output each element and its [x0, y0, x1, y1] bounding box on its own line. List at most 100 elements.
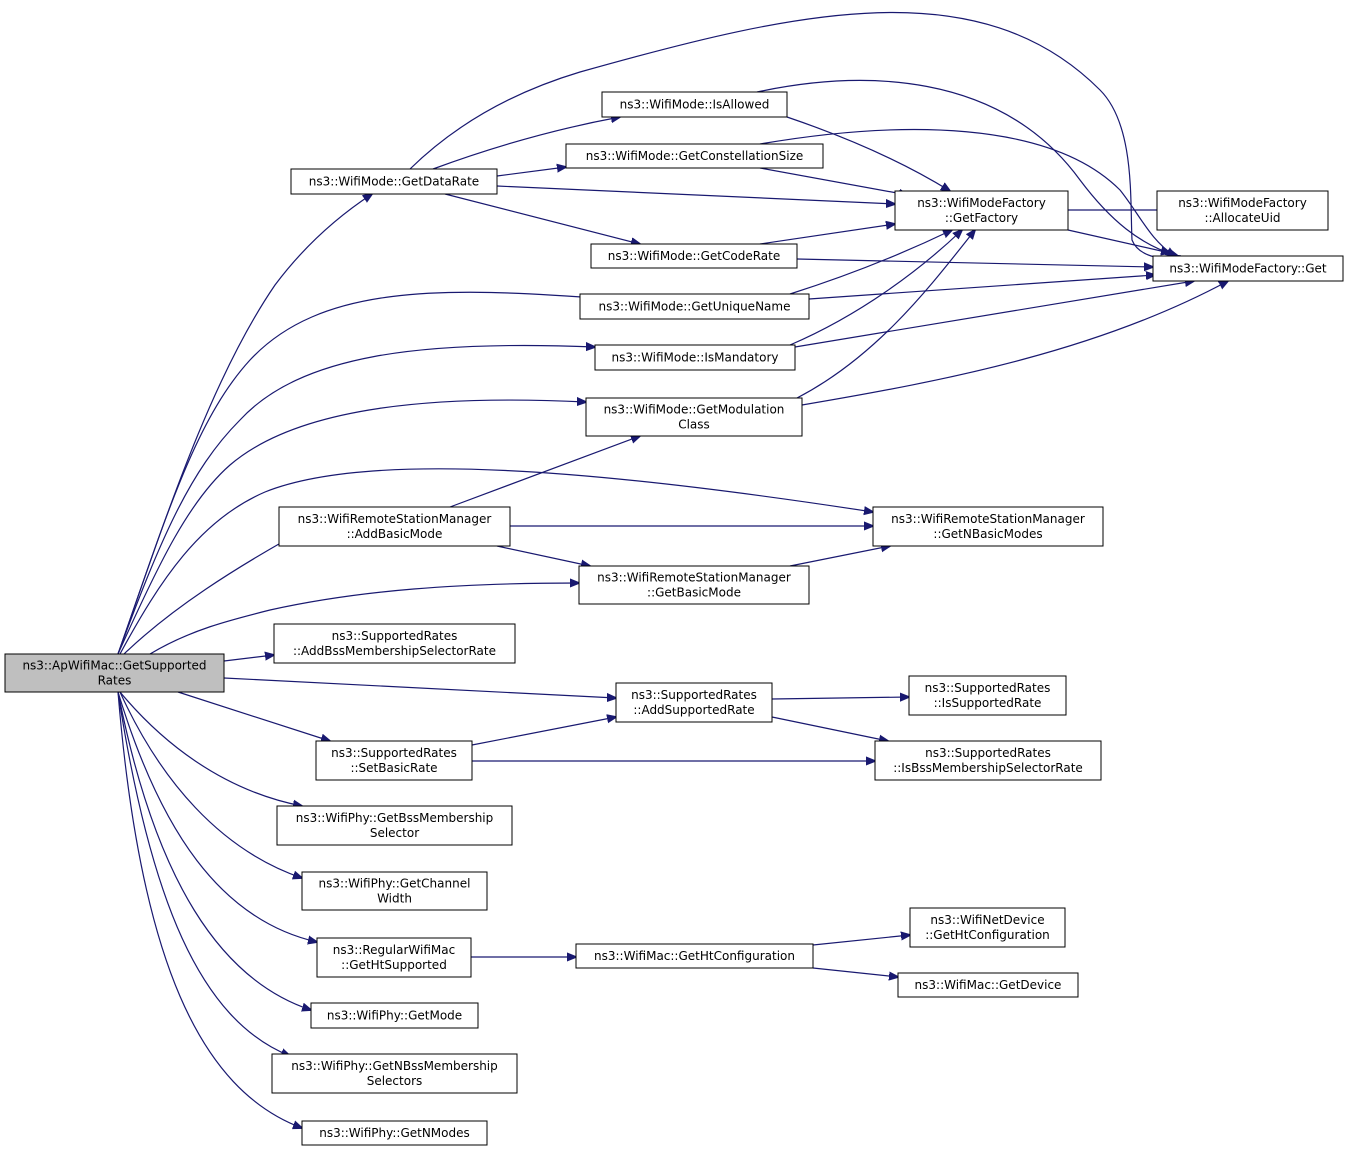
- edge-getHtConfiguration-to-getDevice: [812, 967, 898, 977]
- node-label: ::GetHtConfiguration: [925, 928, 1050, 942]
- node-label: Class: [678, 418, 710, 432]
- node-box: [316, 937, 472, 978]
- node-getBasicMode[interactable]: ns3::WifiRemoteStationManager::GetBasicM…: [578, 565, 810, 605]
- node-isAllowed[interactable]: ns3::WifiMode::IsAllowed: [601, 91, 788, 118]
- edge-getConstellationSize-to-factoryGet: [759, 128, 1175, 256]
- node-label: ns3::WifiModeFactory: [917, 196, 1046, 210]
- nodes: ns3::ApWifiMac::GetSupportedRatesns3::Wi…: [4, 91, 1344, 1146]
- node-box: [908, 675, 1067, 716]
- node-label: ::AddBssMembershipSelectorRate: [293, 644, 496, 658]
- edge-setBasicRate-to-addSupportedRate: [471, 717, 616, 746]
- node-getFactory[interactable]: ns3::WifiModeFactory::GetFactory: [894, 190, 1069, 231]
- edge-root-to-getHtSupported: [117, 691, 317, 942]
- node-label: ns3::RegularWifiMac: [333, 943, 455, 957]
- node-netDevHtConfig[interactable]: ns3::WifiNetDevice::GetHtConfiguration: [909, 907, 1066, 948]
- edge-root-to-addBssSelRate: [223, 655, 274, 662]
- node-addBssSelRate[interactable]: ns3::SupportedRates::AddBssMembershipSel…: [273, 623, 516, 664]
- node-label: ::GetBasicMode: [647, 586, 741, 600]
- node-box: [271, 1053, 518, 1094]
- node-isBssSelRate[interactable]: ns3::SupportedRates::IsBssMembershipSele…: [874, 740, 1102, 781]
- node-getNBasicModes[interactable]: ns3::WifiRemoteStationManager::GetNBasic…: [872, 506, 1104, 547]
- node-setBasicRate[interactable]: ns3::SupportedRates::SetBasicRate: [315, 740, 473, 781]
- node-getNModes[interactable]: ns3::WifiPhy::GetNModes: [301, 1120, 488, 1146]
- node-getDataRate[interactable]: ns3::WifiMode::GetDataRate: [290, 168, 498, 195]
- node-label: ns3::WifiPhy::GetChannel: [319, 877, 471, 891]
- node-label: ns3::WifiNetDevice: [930, 913, 1044, 927]
- node-label: ::GetNBasicModes: [933, 527, 1042, 541]
- node-label: ns3::WifiMac::GetHtConfiguration: [594, 949, 795, 963]
- node-getConstellationSize[interactable]: ns3::WifiMode::GetConstellationSize: [565, 143, 824, 169]
- node-addBasicMode[interactable]: ns3::WifiRemoteStationManager::AddBasicM…: [278, 506, 511, 547]
- node-label: ::GetFactory: [945, 211, 1018, 225]
- edge-root-to-getModulationClass: [117, 400, 586, 655]
- node-isSupportedRate[interactable]: ns3::SupportedRates::IsSupportedRate: [908, 675, 1067, 716]
- edge-root-to-setBasicRate: [177, 691, 330, 741]
- node-label: ns3::WifiRemoteStationManager: [298, 512, 492, 526]
- edge-getModulationClass-to-getFactory: [796, 230, 975, 399]
- node-box: [273, 623, 516, 664]
- node-box: [565, 143, 824, 169]
- node-box: [301, 1120, 488, 1146]
- node-label: ns3::WifiRemoteStationManager: [597, 571, 791, 585]
- edge-isMandatory-to-factoryGet: [794, 281, 1194, 348]
- edge-root-to-getChannelWidth: [119, 691, 302, 878]
- node-label: ns3::SupportedRates: [631, 688, 757, 702]
- node-label: ns3::WifiMode::GetCodeRate: [608, 249, 780, 263]
- node-box: [276, 805, 513, 846]
- node-addSupportedRate[interactable]: ns3::SupportedRates::AddSupportedRate: [615, 682, 773, 723]
- node-box: [290, 168, 498, 195]
- node-label: ns3::WifiMode::GetConstellationSize: [586, 149, 804, 163]
- node-allocateUid[interactable]: ns3::WifiModeFactory::AllocateUid: [1156, 190, 1329, 231]
- node-getDevice[interactable]: ns3::WifiMac::GetDevice: [897, 972, 1079, 998]
- edge-root-to-getDataRate: [117, 194, 372, 655]
- node-label: ns3::WifiPhy::GetBssMembership: [296, 811, 494, 825]
- edge-getConstellationSize-to-getFactory: [759, 167, 908, 195]
- edge-root-to-getMode: [117, 691, 311, 1010]
- node-box: [615, 682, 773, 723]
- node-box: [909, 907, 1066, 948]
- edge-addSupportedRate-to-isBssSelRate: [771, 716, 888, 741]
- node-label: ns3::WifiModeFactory: [1178, 196, 1307, 210]
- node-label: Rates: [98, 674, 132, 688]
- node-box: [575, 943, 814, 969]
- edge-getFactory-to-factoryGet: [1067, 229, 1170, 253]
- node-label: ns3::SupportedRates: [331, 746, 457, 760]
- node-label: ::SetBasicRate: [350, 761, 437, 775]
- edge-getDataRate-to-getCodeRate: [444, 193, 640, 244]
- node-getMode[interactable]: ns3::WifiPhy::GetMode: [310, 1002, 479, 1029]
- node-label: ::GetHtSupported: [341, 958, 447, 972]
- node-label: ns3::WifiModeFactory::Get: [1169, 262, 1326, 276]
- node-box: [874, 740, 1102, 781]
- edge-addSupportedRate-to-isSupportedRate: [771, 697, 909, 699]
- edge-getDataRate-to-getFactory: [496, 185, 895, 204]
- node-label: ns3::WifiMode::GetDataRate: [309, 175, 479, 189]
- node-label: ns3::WifiMac::GetDevice: [915, 978, 1062, 992]
- node-label: ns3::WifiMode::GetModulation: [604, 403, 785, 417]
- node-isMandatory[interactable]: ns3::WifiMode::IsMandatory: [594, 344, 796, 371]
- edge-getDataRate-to-isAllowed: [432, 117, 620, 170]
- node-box: [278, 506, 511, 547]
- edge-getDataRate-to-getConstellationSize: [496, 167, 566, 177]
- edges: [117, 11, 1228, 1128]
- node-getUniqueName[interactable]: ns3::WifiMode::GetUniqueName: [579, 293, 810, 320]
- node-factoryGet[interactable]: ns3::WifiModeFactory::Get: [1152, 255, 1344, 282]
- edge-root-to-isMandatory: [117, 345, 595, 655]
- edge-isAllowed-to-factoryGet: [756, 79, 1178, 256]
- node-getHtConfiguration[interactable]: ns3::WifiMac::GetHtConfiguration: [575, 943, 814, 969]
- node-getCodeRate[interactable]: ns3::WifiMode::GetCodeRate: [590, 243, 798, 269]
- node-label: ns3::WifiPhy::GetNBssMembership: [291, 1059, 498, 1073]
- node-label: ns3::SupportedRates: [925, 681, 1051, 695]
- node-getHtSupported[interactable]: ns3::RegularWifiMac::GetHtSupported: [316, 937, 472, 978]
- node-box: [579, 293, 810, 320]
- node-label: ::AddSupportedRate: [633, 703, 754, 717]
- edge-root-to-addSupportedRate: [223, 677, 616, 698]
- node-label: ns3::WifiMode::IsAllowed: [620, 98, 770, 112]
- edge-root-to-getNBasicModes: [119, 468, 873, 655]
- edge-root-to-getBasicMode: [149, 583, 579, 655]
